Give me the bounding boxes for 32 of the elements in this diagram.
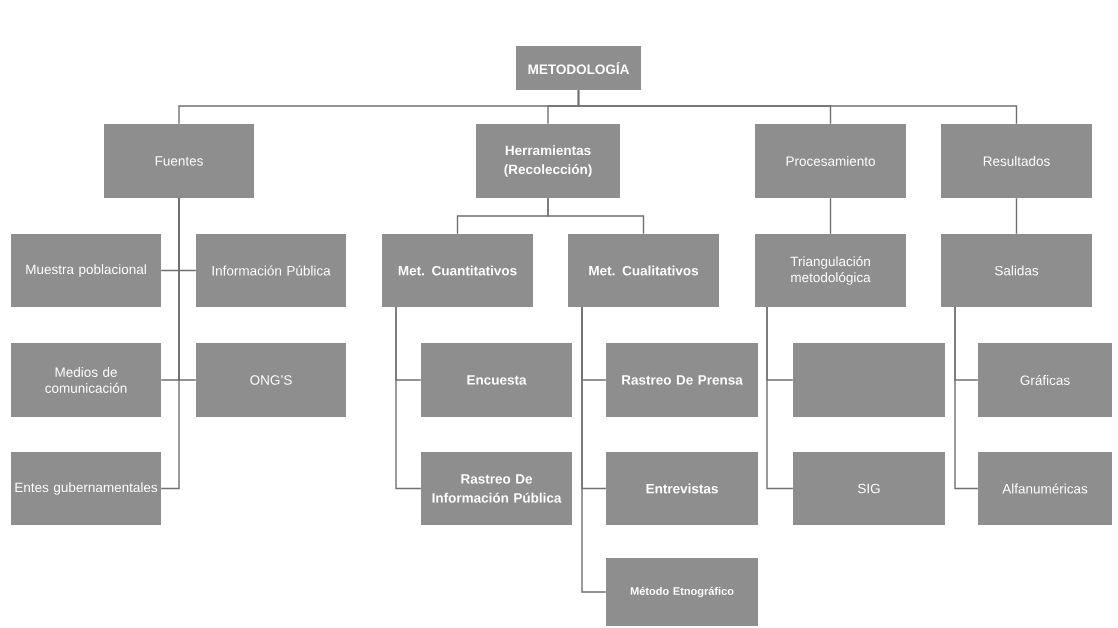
- connector-line: [954, 306, 979, 490]
- box: SIG: [793, 452, 945, 525]
- connector-line: [160, 197, 180, 490]
- box: Rastreo De Prensa: [606, 343, 758, 417]
- box: Met. Cualitativos: [568, 234, 719, 307]
- box: Gráficas: [978, 343, 1112, 417]
- box: Encuesta: [421, 343, 572, 417]
- box: Resultados: [941, 124, 1092, 198]
- connector-line: [395, 306, 422, 490]
- box: Medios de comunicación: [11, 343, 161, 417]
- box: ONG’S: [196, 343, 346, 417]
- box: Procesamiento: [755, 124, 906, 198]
- box: Rastreo De Información Pública: [421, 452, 572, 525]
- box: Alfanuméricas: [978, 452, 1112, 525]
- box: Salidas: [941, 234, 1092, 307]
- box: Triangulación metodológica: [755, 234, 906, 307]
- box: Met. Cuantitativos: [382, 234, 533, 307]
- box: Información Pública: [196, 234, 346, 307]
- box: Herramientas (Recolección): [476, 124, 620, 198]
- connector-line: [766, 306, 794, 490]
- box: METODOLOGÍA: [516, 46, 641, 90]
- connector-line: [577, 89, 1018, 125]
- connector-line: [581, 306, 607, 593]
- box: Fuentes: [104, 124, 254, 198]
- connector-line: [829, 197, 832, 235]
- connector-line: [1015, 197, 1018, 235]
- box: Método Etnográfico: [606, 558, 758, 626]
- box: Entrevistas: [606, 452, 758, 525]
- connector-line: [547, 197, 645, 235]
- box: Entes gubernamentales: [11, 452, 161, 525]
- box: Muestra poblacional: [11, 234, 161, 307]
- box: [793, 343, 945, 417]
